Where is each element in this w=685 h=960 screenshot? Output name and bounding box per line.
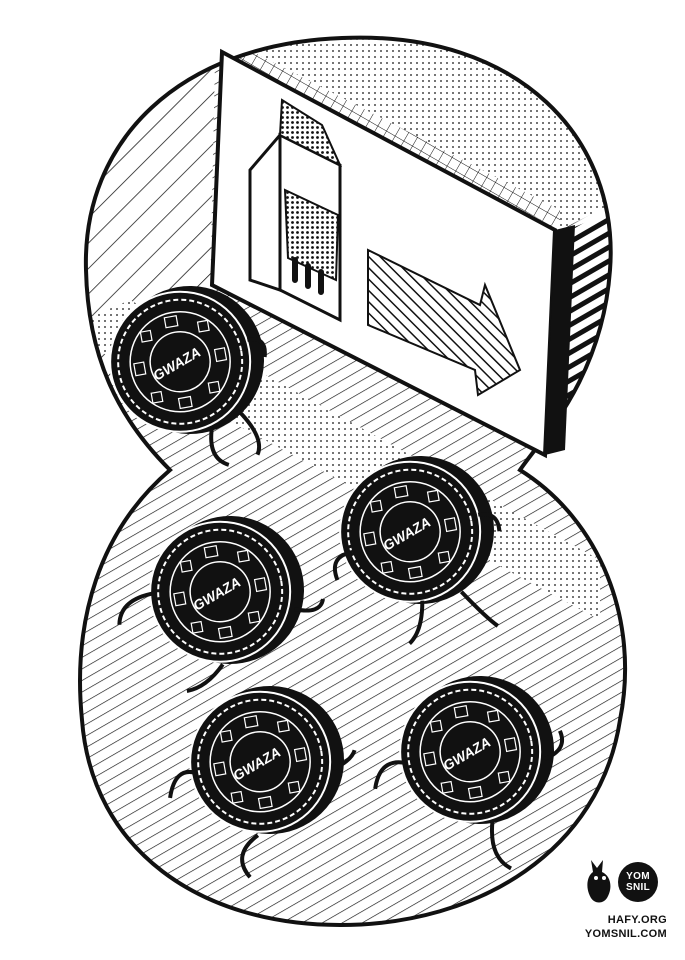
badge-line-1: YOM [626, 871, 650, 882]
cookie-character-2: GWAZA [327, 443, 507, 645]
milk-carton-icon [248, 98, 343, 323]
hafy-link[interactable]: HAFY.ORG [607, 914, 667, 926]
branding-block: YOM SNIL HAFY.ORG YOMSNIL.COM [575, 858, 675, 948]
figure-eight-outline [78, 35, 628, 928]
back-wall-steps [220, 40, 560, 230]
billboard [209, 48, 575, 459]
cookie-character-5: GWAZA [373, 663, 567, 871]
badge-line-2: SNIL [626, 882, 650, 893]
yomsnil-badge: YOM SNIL [618, 862, 658, 902]
rabbit-icon [587, 860, 611, 903]
arrow-right-icon [367, 248, 522, 397]
cookie-character-1: GWAZA [97, 273, 277, 467]
yomsnil-link[interactable]: YOMSNIL.COM [584, 928, 667, 940]
cookie-character-3: GWAZA [117, 503, 325, 693]
cookie-character-4: GWAZA [168, 673, 357, 879]
